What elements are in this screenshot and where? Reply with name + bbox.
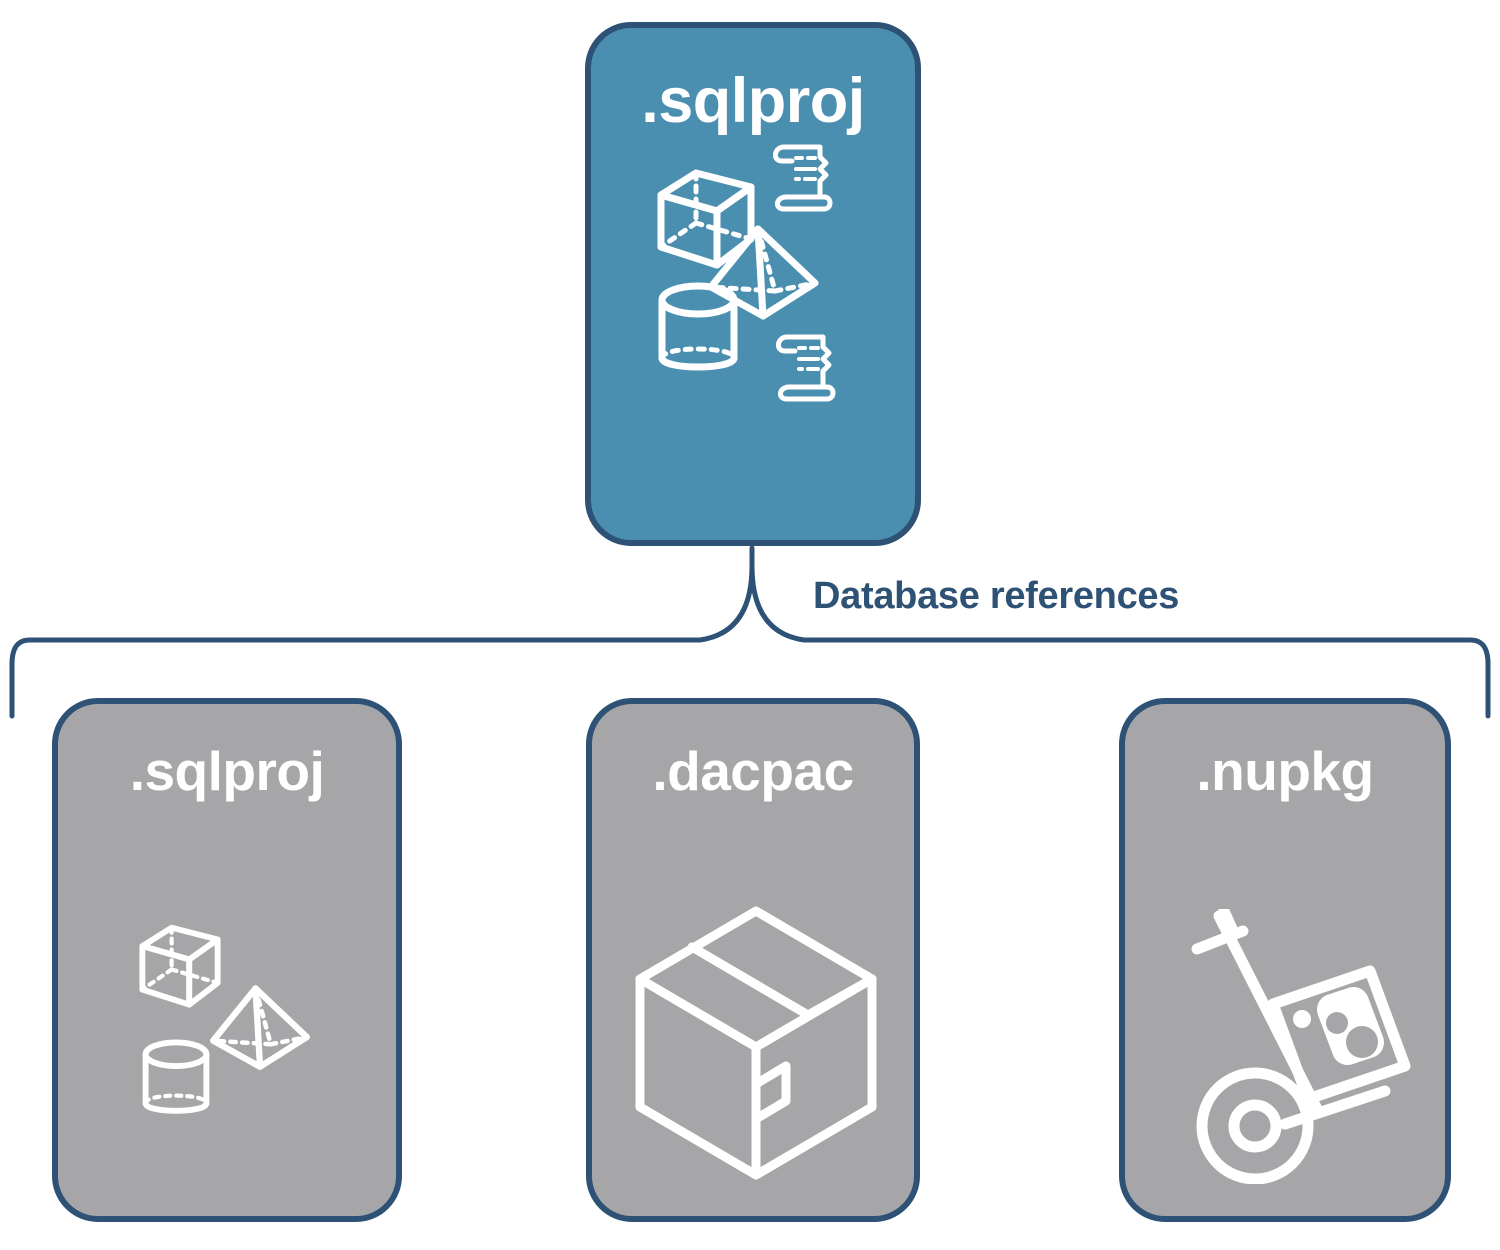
scroll-icon <box>776 334 836 402</box>
node-title-root: .sqlproj <box>641 66 865 136</box>
node-title-ref-sqlproj: .sqlproj <box>129 740 325 802</box>
node-card-ref-dacpac[interactable]: .dacpac <box>586 698 920 1222</box>
node-icons-ref-nupkg <box>1125 799 1445 1216</box>
pyramid-icon <box>210 985 310 1070</box>
scroll-icon <box>773 144 833 212</box>
hand-truck-nuget-icon <box>1191 909 1411 1184</box>
node-card-ref-sqlproj[interactable]: .sqlproj <box>52 698 402 1222</box>
node-card-root-sqlproj[interactable]: .sqlproj <box>585 22 921 546</box>
cube-icon <box>139 924 221 1008</box>
node-title-ref-nupkg: .nupkg <box>1196 740 1374 802</box>
node-icons-ref-dacpac <box>592 799 914 1216</box>
connector-label-database-references: Database references <box>813 575 1180 617</box>
node-card-ref-nupkg[interactable]: .nupkg <box>1119 698 1451 1222</box>
node-title-ref-dacpac: .dacpac <box>652 740 854 802</box>
cylinder-icon <box>142 1039 210 1114</box>
node-icons-ref-sqlproj <box>58 799 396 1216</box>
node-icons-root <box>591 133 915 540</box>
cylinder-icon <box>658 282 738 371</box>
package-box-icon <box>635 906 877 1180</box>
